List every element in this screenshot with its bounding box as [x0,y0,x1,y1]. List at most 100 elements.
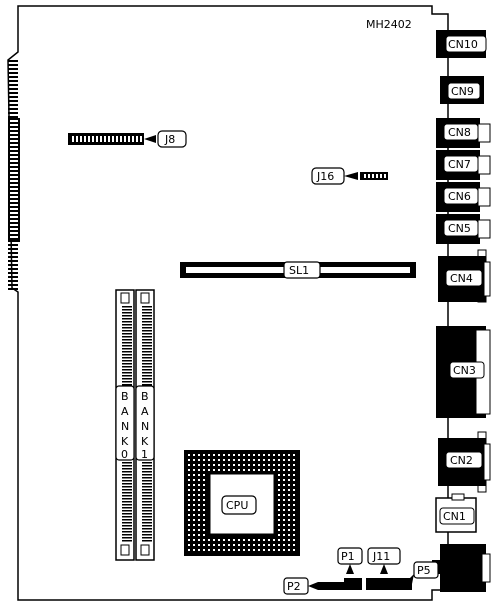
bank-pin [122,510,132,512]
cpu-pin [243,469,245,471]
bank-pin [122,333,132,335]
bank-pin [142,384,152,386]
bank-pin [142,318,152,320]
cpu-pin [203,499,205,501]
cpu-pin [293,489,295,491]
bank-pin [142,354,152,356]
cpu-pin [198,544,200,546]
bank-pin [122,306,132,308]
cpu-pin [263,459,265,461]
cpu-pin [288,454,290,456]
cpu-pin [258,454,260,456]
cpu-pin [238,459,240,461]
bank-pin [122,471,132,473]
cpu-pin [288,499,290,501]
cpu-pin [198,469,200,471]
bank-pin [122,360,132,362]
bank-pin [142,504,152,506]
cpu-pin [208,459,210,461]
j8-label: J8 [164,133,175,146]
cpu-pin [208,469,210,471]
cpu-pin [278,549,280,551]
edge-tooth [10,232,18,234]
bank-pin [142,492,152,494]
cpu-pin [198,509,200,511]
edge-tooth [10,228,18,230]
cpu-pin [278,474,280,476]
cpu-pin [263,454,265,456]
cpu-pin [188,469,190,471]
cpu-pin [213,464,215,466]
bank-pin [122,525,132,527]
cpu-pin [283,454,285,456]
edge-tooth [10,216,18,218]
cpu-pin [198,499,200,501]
bank-pin [122,537,132,539]
bank-pin [122,465,132,467]
j16-pin [380,174,382,178]
bank-pin [142,381,152,383]
bank-pin [122,312,132,314]
j8-pin [104,136,106,142]
bank-pin [142,501,152,503]
cpu-pin [218,464,220,466]
cpu-pin [283,494,285,496]
cpu-pin [278,509,280,511]
bank-pin [122,384,132,386]
cpu-pin [293,504,295,506]
bank-pin [142,498,152,500]
cpu-pin [283,464,285,466]
bank-pin [122,486,132,488]
edge-tooth [8,96,18,98]
cpu-pin [203,529,205,531]
j16-pin [364,174,366,178]
edge-tooth [10,148,18,150]
edge-tooth [8,256,18,258]
bank-pin [122,318,132,320]
cpu-pin [233,459,235,461]
edge-tooth [10,152,18,154]
cpu-pin [203,514,205,516]
cpu-pin [228,539,230,541]
cn7-connector: CN7 [436,150,491,180]
bank-pin [122,495,132,497]
cpu-pin [193,509,195,511]
cpu-pin [233,539,235,541]
cpu-pin [243,544,245,546]
edge-tooth [10,212,18,214]
cpu-pin [263,549,265,551]
bank-pin [122,363,132,365]
bank1-letter-3: N [141,420,149,433]
bank-pin [142,537,152,539]
cpu-pin [188,514,190,516]
cn5-connector: CN5 [436,214,491,244]
bank-pin [142,363,152,365]
cpu-pin [278,494,280,496]
edge-tooth [10,132,18,134]
edge-tooth [8,272,18,274]
cpu-pin [198,529,200,531]
cn1-connector: CN1 [435,493,477,533]
edge-tooth [8,108,18,110]
cpu-pin [273,539,275,541]
cpu-pin [293,474,295,476]
cn2-connector: CN2 [438,431,491,493]
bank-pin [142,534,152,536]
edge-tooth [10,172,18,174]
bank-pin [142,528,152,530]
cpu-pin [293,519,295,521]
cpu-pin [293,454,295,456]
bank-pin [142,309,152,311]
j8-pin [124,136,126,142]
bank-pin [142,486,152,488]
cpu-pin [223,464,225,466]
bank-pin [122,345,132,347]
j8-pin [112,136,114,142]
bank-pin [122,372,132,374]
cpu-pin [283,509,285,511]
cpu-pin [213,459,215,461]
cpu-pin [293,514,295,516]
cpu-pin [203,454,205,456]
cpu-pin [278,484,280,486]
cpu-pin [223,539,225,541]
